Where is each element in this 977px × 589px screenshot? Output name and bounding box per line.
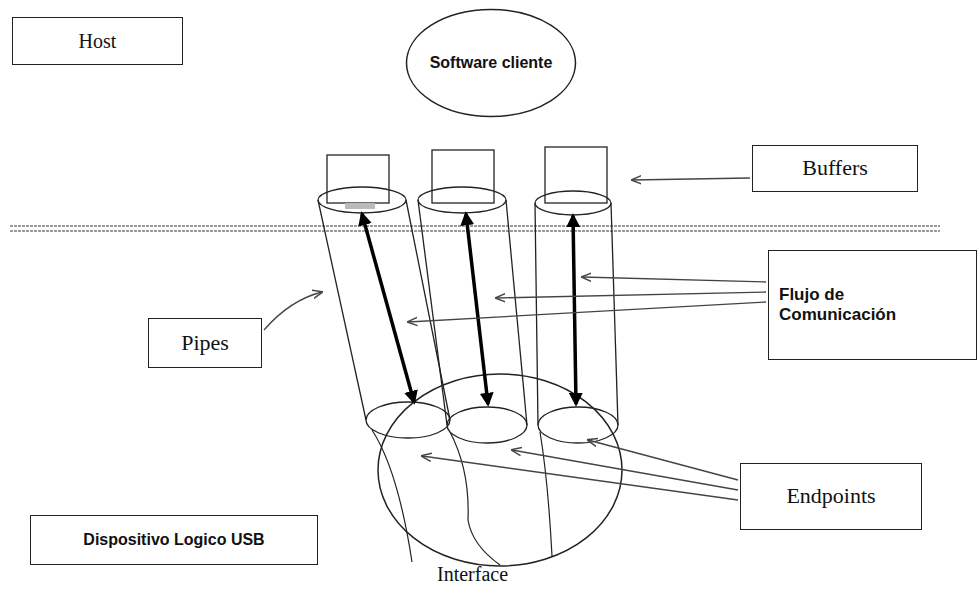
node-text: Software cliente: [430, 53, 553, 72]
client-ellipse: Software cliente: [405, 8, 577, 118]
label-box: Buffers: [752, 145, 918, 192]
leader-line: [264, 292, 322, 330]
boundary-line: [10, 230, 940, 232]
label-box: Flujo de Comunicación: [768, 250, 977, 360]
label-box: Dispositivo Logico USB: [30, 515, 318, 565]
endpoint-curve: [372, 430, 412, 562]
node-text: Dispositivo Logico USB: [83, 530, 264, 549]
flow-arrow: [466, 214, 488, 404]
node-text: Endpoints: [786, 483, 875, 509]
buffer-rect: [545, 147, 607, 203]
pipe-cylinder: [418, 187, 527, 443]
node-text: Pipes: [181, 330, 229, 356]
interface-label: Interface: [437, 563, 508, 586]
ellipse-shape: [407, 10, 576, 117]
node-text: Host: [79, 29, 117, 53]
buffer-rect: [432, 150, 494, 203]
pipe-cylinder: [535, 191, 618, 443]
label-box: Host: [12, 17, 183, 65]
label-box: Endpoints: [740, 463, 922, 530]
pipe-cylinder: [318, 187, 450, 438]
leader-line: [422, 456, 738, 500]
flow-arrow: [573, 216, 576, 404]
endpoint-curve: [450, 432, 500, 565]
node-text: Flujo de Comunicación: [779, 285, 939, 326]
endpoint-curve: [540, 432, 552, 556]
leader-line: [588, 440, 738, 480]
leader-line: [408, 302, 766, 322]
leader-line: [496, 292, 766, 298]
leader-line: [582, 277, 766, 282]
buffer-rect: [327, 155, 389, 203]
boundary-line: [10, 225, 940, 227]
node-text: Buffers: [802, 155, 868, 181]
flow-arrow: [362, 214, 414, 402]
label-box: Pipes: [148, 318, 262, 368]
leader-line: [632, 178, 750, 180]
